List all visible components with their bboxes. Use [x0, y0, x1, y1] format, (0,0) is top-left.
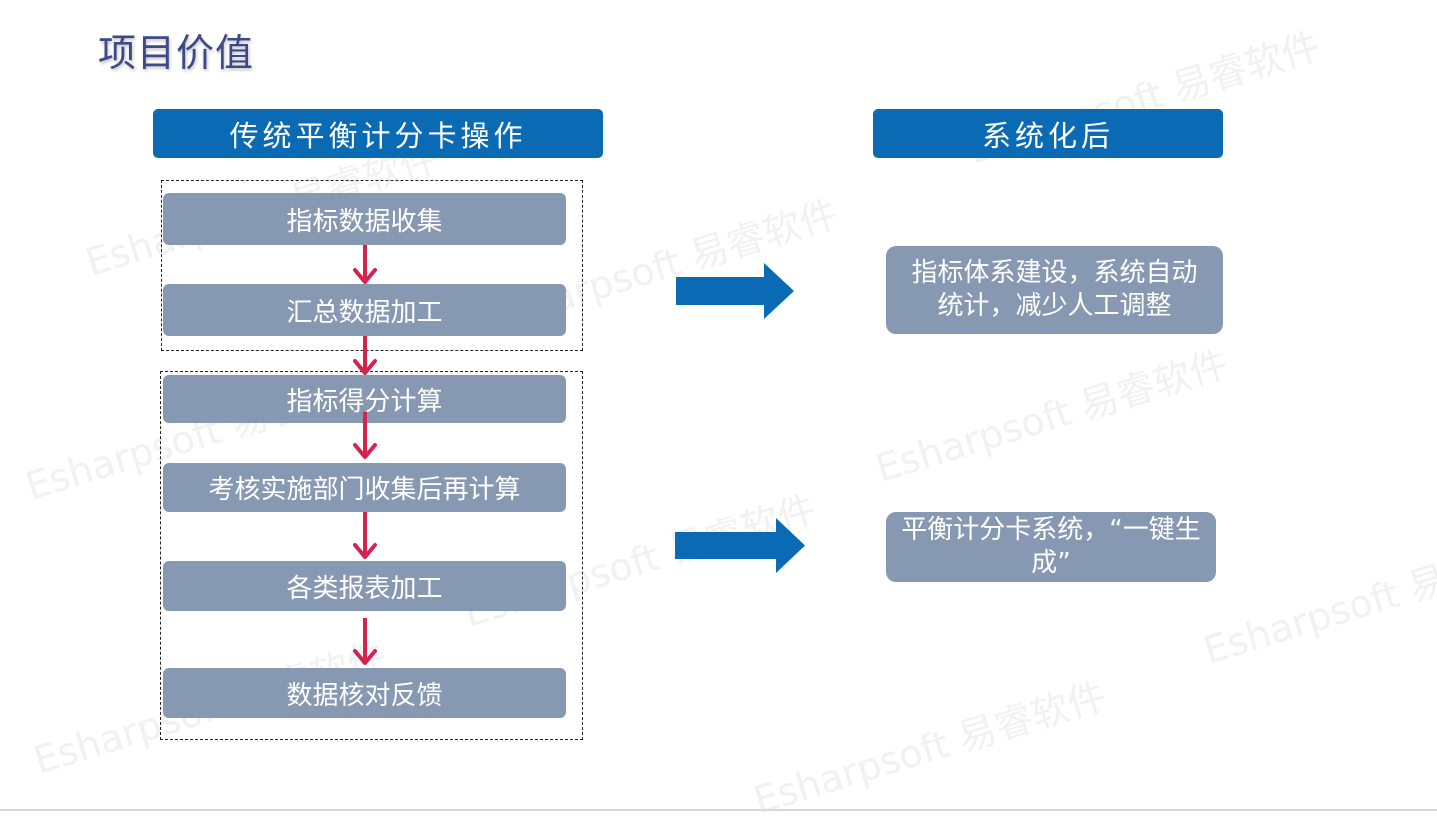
down-arrow-icon — [353, 245, 377, 284]
result-box: 平衡计分卡系统，“一键生成” — [886, 512, 1216, 582]
watermark: Esharpsoft 易睿软件 — [870, 341, 1234, 491]
dashed-group-frame — [160, 371, 583, 740]
right-arrow-icon — [676, 263, 794, 319]
down-arrow-icon — [353, 512, 377, 559]
step-box: 数据核对反馈 — [163, 668, 566, 718]
dashed-group-frame — [161, 180, 583, 351]
watermark: Esharpsoft 易睿软件 — [748, 673, 1112, 823]
right-arrow-icon — [675, 518, 805, 573]
down-arrow-icon — [353, 618, 377, 665]
page-title: 项目价值 — [98, 31, 255, 75]
watermark: Esharpsoft 易睿软件 — [1198, 523, 1437, 673]
bottom-divider — [0, 809, 1437, 811]
result-box: 指标体系建设，系统自动统计，减少人工调整 — [886, 246, 1223, 334]
step-box: 各类报表加工 — [163, 561, 566, 611]
step-box: 指标数据收集 — [163, 193, 566, 245]
right-header: 系统化后 — [873, 109, 1223, 158]
down-arrow-icon — [353, 336, 377, 375]
down-arrow-icon — [353, 412, 377, 459]
left-header: 传统平衡计分卡操作 — [153, 109, 603, 158]
step-box: 考核实施部门收集后再计算 — [163, 463, 566, 512]
step-box: 汇总数据加工 — [163, 284, 566, 336]
